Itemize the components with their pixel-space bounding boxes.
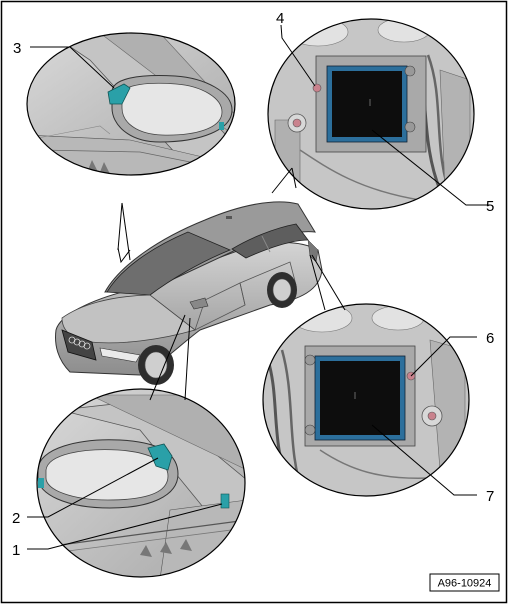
callout-4: 4 — [276, 10, 284, 27]
inset-bottom-left — [36, 388, 246, 578]
inset-connector-lines — [117, 167, 346, 401]
callout-5: 5 — [486, 198, 494, 215]
callout-numbers: 1 2 3 4 5 6 7 — [12, 10, 494, 559]
callout-6: 6 — [486, 330, 494, 347]
inset-top-left — [26, 32, 236, 176]
callout-leaders — [27, 24, 490, 550]
callout-3: 3 — [13, 40, 21, 57]
figure-code: A96-10924 — [438, 578, 492, 590]
inset-bottom-right — [262, 303, 470, 497]
callout-7: 7 — [486, 488, 494, 505]
callout-2: 2 — [12, 510, 20, 527]
car-illustration — [55, 201, 323, 385]
callout-1: 1 — [12, 542, 20, 559]
figure-code-box: A96-10924 — [429, 573, 500, 592]
